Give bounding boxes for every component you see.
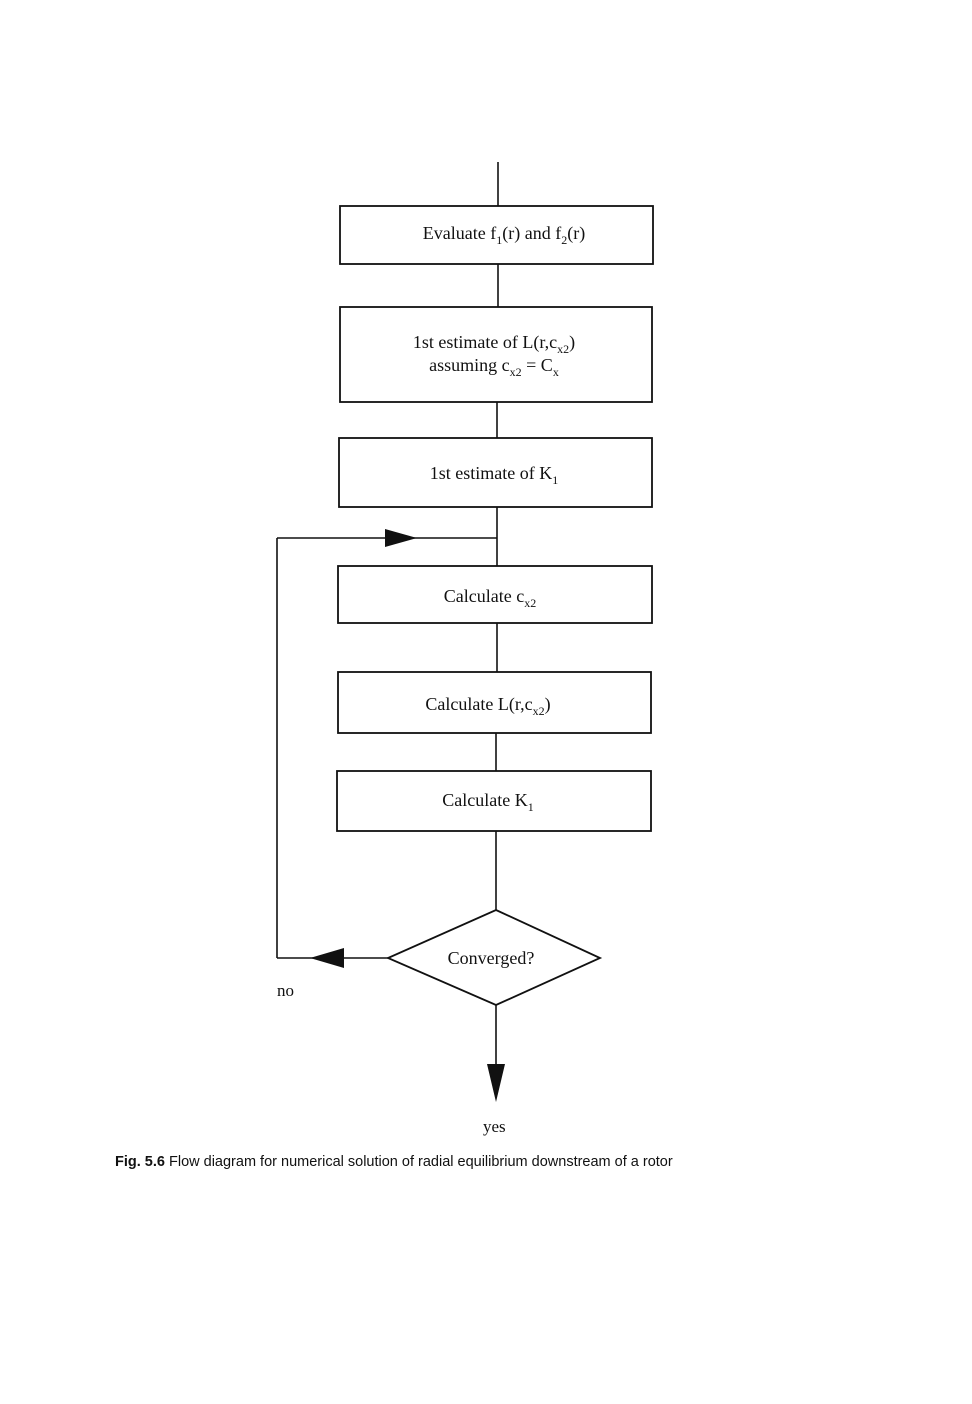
converged-text: Converged?: [448, 948, 535, 968]
yes-label: yes: [483, 1117, 506, 1136]
figure-caption-text: Flow diagram for numerical solution of r…: [169, 1154, 673, 1170]
loop-arrowhead-right: [385, 529, 417, 547]
yes-arrowhead-down: [487, 1064, 505, 1102]
no-arrowhead-left: [310, 948, 344, 968]
no-label: no: [277, 981, 294, 1000]
figure-caption: Fig. 5.6 Flow diagram for numerical solu…: [115, 1154, 875, 1170]
figure-number: Fig. 5.6: [115, 1154, 165, 1170]
